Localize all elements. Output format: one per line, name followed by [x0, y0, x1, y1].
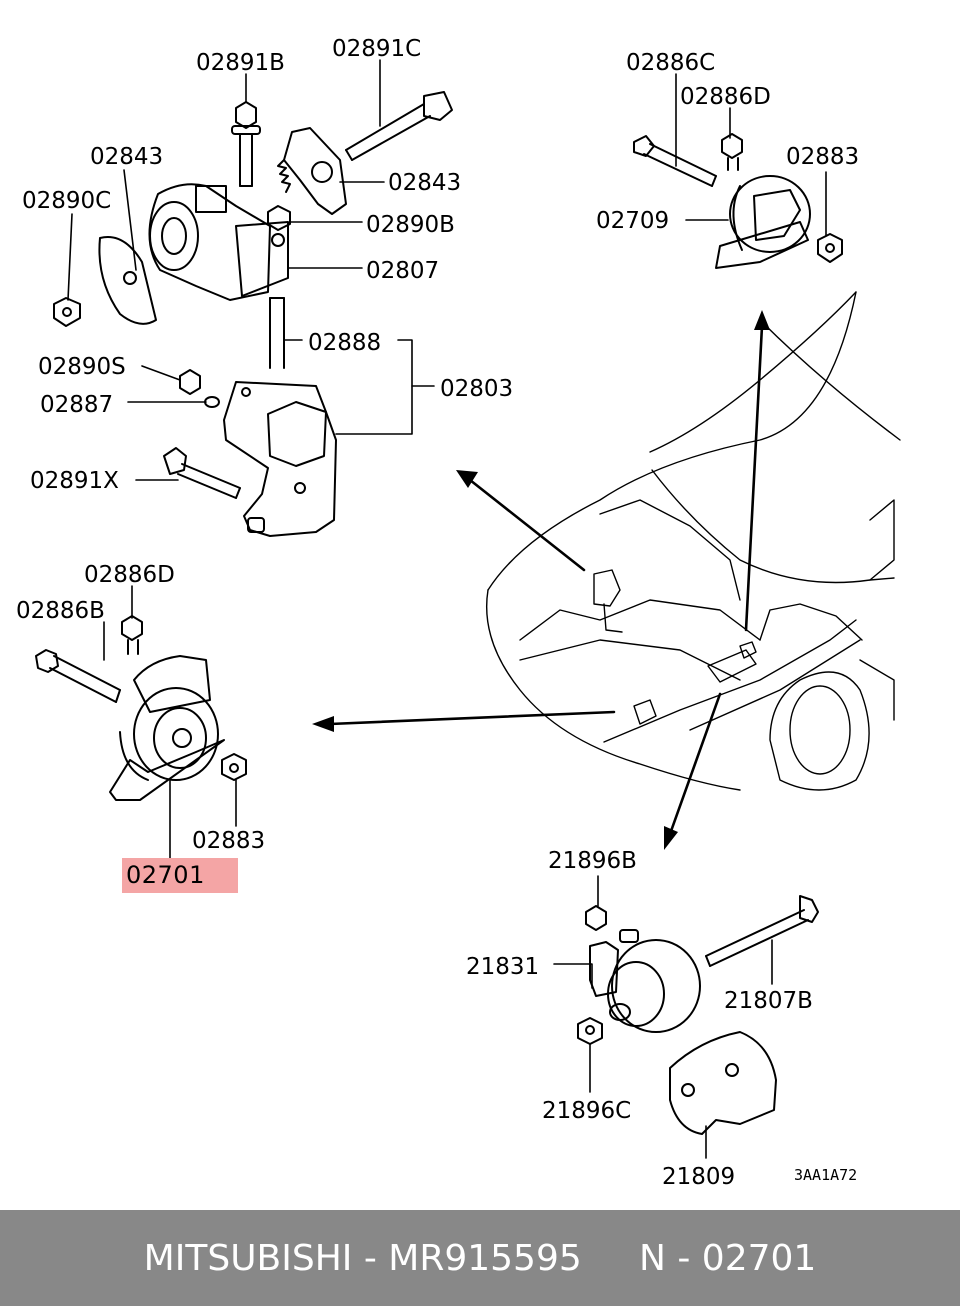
- top-right-mount-assembly: [633, 133, 843, 269]
- parts-diagram: 02891B 02891C 02843 02843 02890C 02890B …: [16, 36, 901, 1190]
- direction-arrows: [328, 324, 764, 836]
- label-21896C: 21896C: [542, 1098, 631, 1124]
- label-02886D-left: 02886D: [84, 562, 175, 588]
- label-02890C: 02890C: [22, 188, 111, 214]
- diagram-code: 3AA1A72: [794, 1166, 857, 1184]
- label-21807B: 21807B: [724, 988, 813, 1014]
- label-21896B: 21896B: [548, 848, 637, 874]
- top-left-leaders: [67, 59, 435, 481]
- front-mount-leaders: [103, 585, 237, 861]
- label-02883-top: 02883: [786, 144, 859, 170]
- label-02883-left: 02883: [192, 828, 265, 854]
- label-02807: 02807: [366, 258, 439, 284]
- label-21831: 21831: [466, 954, 539, 980]
- label-02891C: 02891C: [332, 36, 421, 62]
- highlighted-part-label: 02701: [126, 861, 205, 889]
- part-labels: 02891B 02891C 02843 02843 02890C 02890B …: [16, 36, 859, 1190]
- front-mount-02701: [35, 615, 247, 801]
- footer-part-info: MITSUBISHI - MR915595 N - 02701: [143, 1237, 817, 1279]
- top-left-mount-assembly: [53, 91, 453, 537]
- label-02890S: 02890S: [38, 354, 126, 380]
- rear-mount-assembly: [577, 895, 819, 1135]
- label-02843-right: 02843: [388, 170, 461, 196]
- footer-bar: MITSUBISHI - MR915595 N - 02701: [0, 1210, 960, 1306]
- label-02887: 02887: [40, 392, 113, 418]
- engine-bay-sketch: [485, 291, 901, 791]
- label-02886D-top: 02886D: [680, 84, 771, 110]
- label-02709: 02709: [596, 208, 669, 234]
- arrow-heads: [312, 310, 770, 850]
- label-02891X: 02891X: [30, 468, 119, 494]
- highlighted-part-box: [122, 858, 238, 893]
- label-02890B: 02890B: [366, 212, 455, 238]
- label-02891B: 02891B: [196, 50, 285, 76]
- label-02886C: 02886C: [626, 50, 715, 76]
- top-right-leaders: [675, 73, 827, 237]
- label-21809: 21809: [662, 1164, 735, 1190]
- rear-mount-leaders: [553, 875, 773, 1159]
- label-02843-left: 02843: [90, 144, 163, 170]
- label-02803: 02803: [440, 376, 513, 402]
- label-02886B: 02886B: [16, 598, 105, 624]
- label-02888: 02888: [308, 330, 381, 356]
